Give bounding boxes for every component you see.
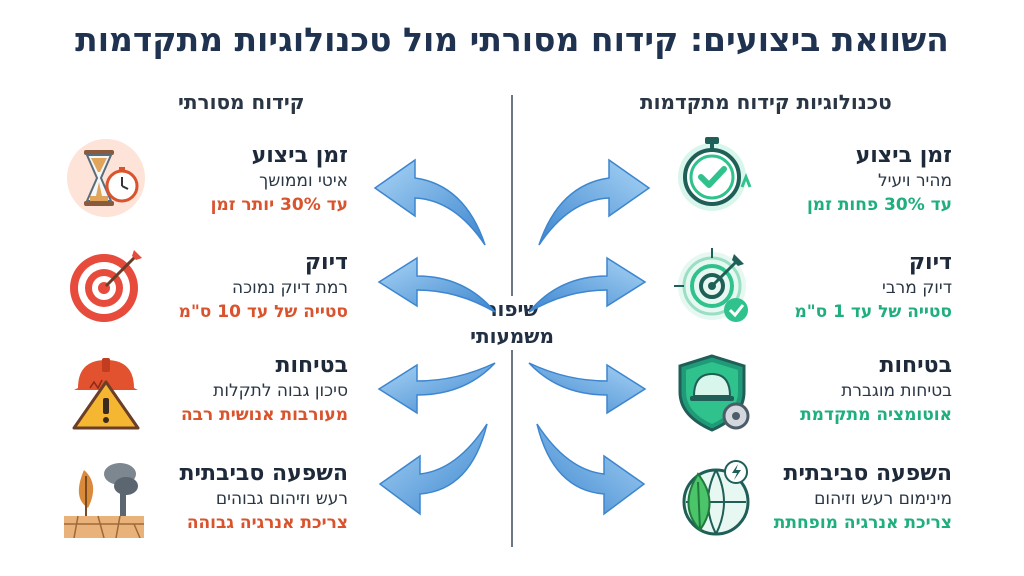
row-metric: עד 30% פחות זמן — [806, 195, 952, 216]
row-metric: צריכת אנרגיה מופחתת — [773, 513, 952, 534]
center-divider — [511, 95, 513, 395]
arrow-right-4 — [536, 423, 646, 516]
row-heading: השפעה סביבתית — [179, 461, 349, 486]
row-heading: דיוק — [304, 250, 348, 275]
row-description: איטי וממושך — [259, 171, 348, 192]
hourglass-stopwatch-icon — [67, 139, 145, 217]
row-metric: צריכת אנרגיה גבוהה — [186, 513, 348, 534]
arrow-left-3 — [377, 362, 496, 415]
row-heading: דיוק — [908, 250, 952, 275]
warning-helmet-icon — [72, 358, 140, 430]
row-description: רמת דיוק נמוכה — [232, 278, 348, 299]
traditional-environment-block: השפעה סביבתית רעש וזיהום גבוהים צריכת אנ… — [148, 461, 349, 535]
arrow-left-2 — [377, 256, 496, 313]
row-metric: סטייה של עד 1 ס"מ — [794, 302, 952, 323]
row-description: רעש וזיהום גבוהים — [215, 489, 348, 510]
advanced-time-block: זמן ביצוע מהיר ויעיל עד 30% פחות זמן — [752, 143, 952, 217]
row-description: מהיר ויעיל — [878, 171, 952, 192]
arrow-left-1 — [373, 158, 486, 246]
row-heading: בטיחות — [275, 353, 348, 378]
precision-target-icon — [674, 248, 748, 322]
traditional-time-block: זמן ביצוע איטי וממושך עד 30% יותר זמן — [148, 143, 348, 217]
arrow-left-4 — [378, 423, 488, 516]
stopwatch-check-icon — [678, 137, 752, 211]
row-metric: סטייה של עד 10 ס"מ — [178, 302, 348, 323]
advanced-safety-block: בטיחות בטיחות מוגברת אוטומציה מתקדמת — [752, 353, 952, 427]
row-description: דיוק מרבי — [882, 278, 952, 299]
advanced-accuracy-block: דיוק דיוק מרבי סטייה של עד 1 ס"מ — [752, 250, 952, 324]
traditional-accuracy-block: דיוק רמת דיוק נמוכה סטייה של עד 10 ס"מ — [148, 250, 348, 324]
arrow-right-1 — [538, 158, 651, 246]
row-description: מינימום רעש וזיהום — [814, 489, 952, 510]
arrow-right-2 — [528, 256, 647, 313]
leaf-globe-energy-icon — [682, 460, 750, 536]
page-title: השוואת ביצועים: קידוח מסורתי מול טכנולוג… — [75, 20, 949, 59]
center-divider-lower — [511, 372, 513, 547]
row-heading: זמן ביצוע — [251, 143, 348, 168]
advanced-environment-block: השפעה סביבתית מינימום רעש וזיהום צריכת א… — [752, 461, 952, 535]
row-description: בטיחות מוגברת — [841, 381, 952, 402]
shield-helmet-gear-icon — [678, 354, 750, 432]
traditional-safety-block: בטיחות סיכון גבוה לתקלות מעורבות אנושית … — [148, 353, 348, 427]
target-icon — [70, 250, 142, 322]
row-heading: בטיחות — [879, 353, 952, 378]
row-metric: מעורבות אנושית רבה — [180, 405, 348, 426]
advanced-column-heading: טכנולוגיות קידוח מתקדמות — [640, 90, 892, 114]
traditional-column-heading: קידוח מסורתי — [178, 90, 305, 114]
row-metric: עד 30% יותר זמן — [210, 195, 348, 216]
arrow-right-3 — [528, 362, 647, 415]
improvement-label: שיפור משמעותי — [456, 296, 568, 350]
row-heading: זמן ביצוע — [855, 143, 952, 168]
row-description: סיכון גבוה לתקלות — [213, 381, 348, 402]
row-metric: אוטומציה מתקדמת — [800, 405, 952, 426]
row-heading: השפעה סביבתית — [783, 461, 953, 486]
improvement-label-line2: משמעותי — [470, 324, 554, 348]
improvement-label-line1: שיפור — [485, 297, 539, 321]
drought-pollution-icon — [64, 463, 144, 538]
